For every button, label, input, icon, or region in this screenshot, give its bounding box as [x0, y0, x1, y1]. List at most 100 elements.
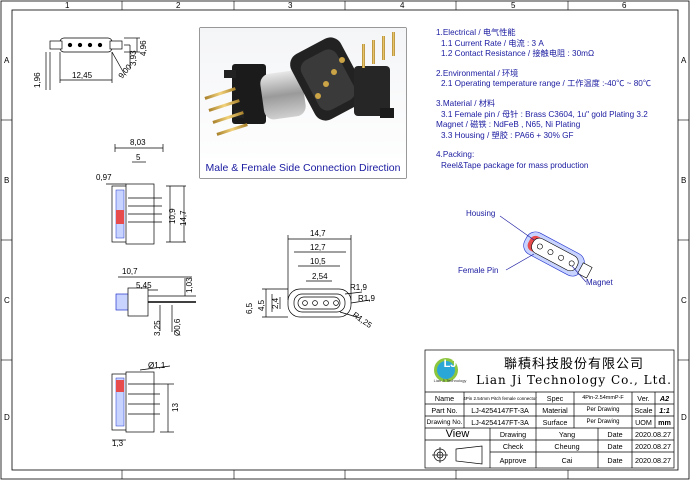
tb-name-value: 4Pin 2.54mm Pitch female connector: [463, 395, 537, 401]
dim-14-7b: 14,7: [310, 229, 326, 238]
tb-drawing-label: Drawing No.: [426, 418, 463, 426]
face-view: [262, 235, 371, 319]
tb-ver-value: A2: [659, 393, 670, 403]
dim-13: 13: [171, 403, 180, 412]
dim-2-4: 2,4: [271, 297, 280, 309]
tb-part-label: Part No.: [431, 405, 458, 415]
zone-top-4: 4: [400, 1, 405, 10]
tb-drawing-value: LJ-4254147FT-3A: [471, 417, 529, 427]
front-view: [115, 276, 196, 332]
tb-material-label: Material: [542, 405, 568, 415]
dim-3-93: 3,93: [129, 50, 138, 66]
tb-row-1-date: 2020.08.27: [635, 441, 671, 451]
tb-row-1-role: Check: [502, 441, 524, 451]
dim-14-7: 14,7: [179, 210, 188, 226]
tb-uom-value: mm: [658, 417, 671, 427]
dim-5: 5: [136, 153, 141, 162]
zone-top-3: 3: [288, 1, 293, 10]
zone-right-b: B: [681, 176, 686, 185]
spec-pin: 3.1 Female pin / 母针 : Brass C3604, 1u" g…: [441, 109, 648, 119]
dim-4-96: 4,96: [139, 40, 148, 56]
dim-10-7: 10,7: [122, 267, 138, 276]
tb-row-1-date-label: Date: [607, 441, 623, 451]
top-view: [45, 37, 140, 90]
tb-view-label: View: [445, 428, 470, 440]
tb-row-2-date-label: Date: [607, 455, 623, 465]
tb-material-value: Per Drawing: [586, 407, 620, 413]
zone-right-d: D: [681, 413, 687, 422]
company-name-en: Lian Ji Technology Co., Ltd.: [476, 373, 672, 387]
dim-phi-1-1: Ø1,1: [148, 361, 166, 370]
company-name-cn: 聯積科技股份有限公司: [503, 356, 644, 372]
dim-4-5: 4,5: [257, 299, 266, 311]
spec-current: 1.1 Current Rate / 电流 : 3 A: [441, 38, 544, 48]
tb-spec-label: Spec: [546, 393, 564, 403]
photo-caption: Male & Female Side Connection Direction: [201, 158, 405, 178]
dim-3-25: 3,25: [153, 320, 162, 336]
dim-2-54: 2,54: [312, 272, 328, 281]
zone-right-c: C: [681, 296, 687, 305]
tb-row-0-date: 2020.08.27: [635, 429, 671, 439]
dim-5-45: 5,45: [136, 281, 152, 290]
spec-env-title: 2.Environmental / 环境: [436, 68, 519, 78]
zone-left-c: C: [4, 296, 10, 305]
dim-1-3: 1,3: [112, 439, 124, 448]
tb-surface-label: Surface: [542, 417, 568, 427]
zone-left-a: A: [4, 56, 10, 65]
spec-electrical-title: 1.Electrical / 电气性能: [436, 28, 516, 37]
dim-6-5: 6,5: [245, 302, 254, 314]
dim-12-7: 12,7: [310, 243, 326, 252]
zone-right-a: A: [681, 56, 687, 65]
tb-uom-label: UOM: [635, 417, 652, 427]
callout-housing: Housing: [466, 209, 496, 218]
dim-12-45: 12,45: [72, 71, 93, 80]
dim-phi-0-6: Ø0,6: [173, 318, 182, 336]
zone-top-6: 6: [622, 1, 627, 10]
side-view: [106, 144, 186, 245]
tb-row-2-date: 2020.08.27: [635, 455, 671, 465]
zone-top-5: 5: [511, 1, 516, 10]
zone-left-b: B: [4, 176, 9, 185]
product-photo: [199, 27, 407, 179]
dim-0-97: 0,97: [96, 173, 112, 182]
dim-10-9: 10,9: [168, 208, 177, 224]
zone-top-2: 2: [176, 1, 181, 10]
tb-ver-label: Ver.: [637, 393, 650, 403]
dim-1-96: 1,96: [33, 72, 42, 88]
spec-housing: 3.3 Housing / 塑胶 : PA66 + 30% GF: [441, 130, 574, 140]
zone-top-1: 1: [65, 1, 70, 10]
iso-drawing: [499, 215, 593, 283]
tb-surface-value: Per Drawing: [586, 419, 620, 425]
bottom-view: [111, 365, 174, 441]
tb-name-label: Name: [434, 393, 455, 403]
tb-row-1-name: Cheung: [554, 441, 580, 451]
tb-row-0-role: Drawing: [499, 429, 527, 439]
logo-mark: LJ: [443, 358, 457, 370]
tb-row-0-date-label: Date: [607, 429, 623, 439]
dim-r1-25: R1,25: [351, 310, 374, 330]
spec-temp: 2.1 Operating temperature range / 工作温度 :…: [441, 79, 652, 89]
dim-8-03: 8,03: [130, 138, 146, 147]
dim-r1-9b: R1,9: [358, 294, 375, 303]
tb-scale-value: 1:1: [659, 405, 670, 415]
logo-subtext: Lian Ji Technology: [433, 377, 467, 383]
spec-pack: Reel&Tape package for mass production: [441, 160, 589, 170]
spec-magnet: Magnet / 磁铁 : NdFeB , N65, Ni Plating: [436, 120, 581, 130]
callout-magnet: Magnet: [586, 278, 613, 287]
spec-block: 1.Electrical / 电气性能 1.1 Current Rate / 电…: [436, 28, 651, 172]
dim-10-5: 10,5: [310, 257, 326, 266]
tb-row-2-name: Cai: [561, 455, 573, 465]
spec-resistance: 1.2 Contact Resistance / 接触电阻 : 30mΩ: [441, 49, 595, 59]
tb-spec-value: 4Pin-2.54mmP-F: [582, 395, 624, 401]
dim-r1-9a: R1,9: [350, 283, 367, 292]
tb-part-value: LJ-4254147FT-3A: [471, 405, 529, 415]
tb-scale-label: Scale: [634, 405, 653, 415]
spec-material-title: 3.Material / 材料: [436, 98, 496, 108]
title-block: [424, 349, 675, 469]
tb-row-2-role: Approve: [499, 455, 527, 465]
callout-female-pin: Female Pin: [458, 266, 499, 275]
dim-1-03: 1,03: [185, 277, 194, 293]
tb-row-0-name: Yang: [558, 429, 576, 439]
spec-pack-title: 4.Packing:: [436, 150, 475, 160]
